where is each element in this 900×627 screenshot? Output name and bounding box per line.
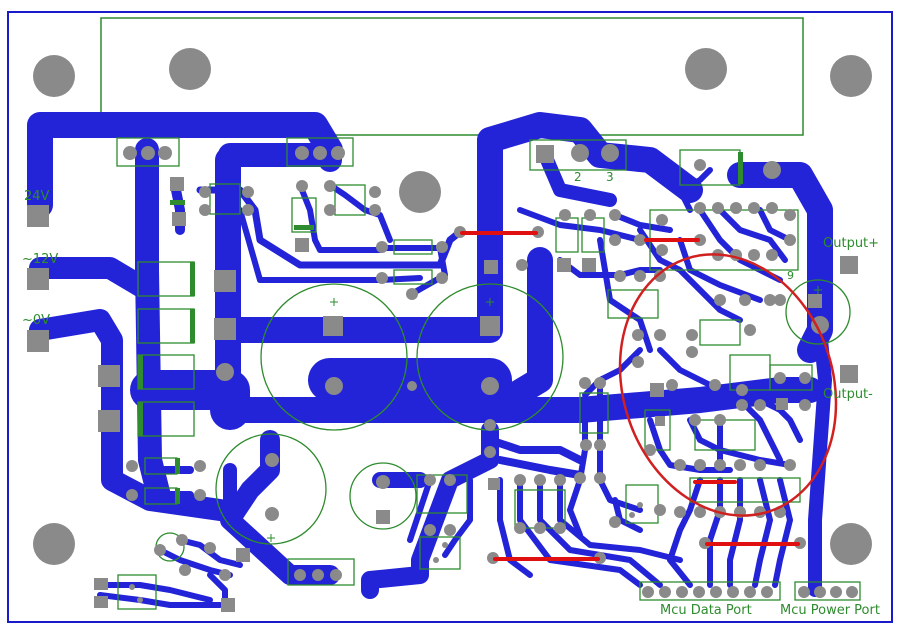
label-pin-9: 9: [787, 269, 794, 282]
mounting-holes: [33, 48, 872, 565]
label-pin-3: 3: [606, 170, 614, 184]
silkscreen-outlines: [116, 137, 861, 610]
highlight-circle: [618, 253, 838, 517]
label-mcu-power-port: Mcu Power Port: [780, 603, 880, 618]
pads: [27, 144, 858, 612]
label-output-minus: Output-: [823, 387, 873, 402]
label-mcu-data-port: Mcu Data Port: [660, 603, 752, 618]
label-output-plus: Output+: [823, 236, 879, 251]
jumper-wires: [460, 231, 800, 561]
polarity-markers: [267, 286, 822, 542]
label-24v: 24V: [24, 189, 50, 204]
silkscreen-marks: [138, 152, 743, 504]
label-12v: ~12V: [22, 252, 58, 267]
label-0v: ~0V: [22, 313, 50, 328]
heatsink-outline: [100, 17, 804, 136]
label-pin-2: 2: [574, 170, 582, 184]
